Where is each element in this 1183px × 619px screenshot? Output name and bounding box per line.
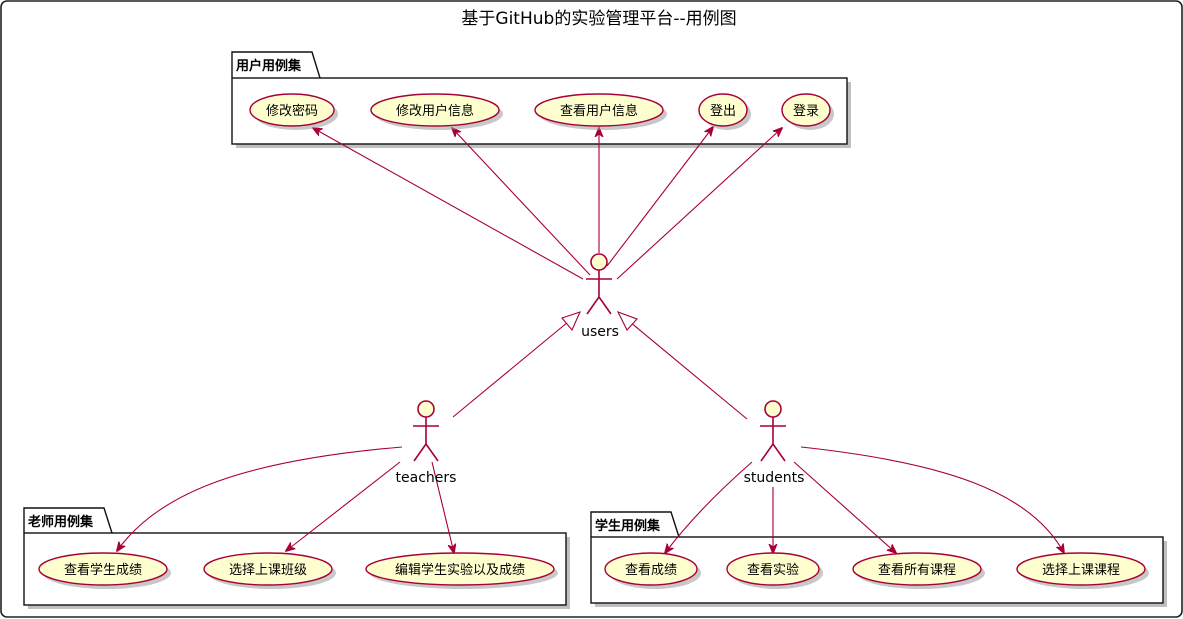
edge-teachers-generalizes-users [452,321,569,418]
use-case-view-all-courses-label: 查看所有课程 [878,562,956,578]
actor-users-figure [586,270,612,315]
actor-teachers-label: teachers [396,470,457,486]
use-case-login-label: 登录 [793,104,819,119]
actor-teachers-figure [413,417,439,462]
use-case-edit-experiments-grades-label: 编辑学生实验以及成绩 [395,562,525,578]
edge-users-edit-user-info [452,128,591,276]
edge-teachers-view-grades [117,446,403,551]
actor-users: users [581,253,619,340]
use-case-view-experiments-label: 查看实验 [747,562,799,578]
edge-students-view-grades [665,461,753,553]
edge-users-change-password [313,128,584,280]
generalization-arrow-students [616,311,638,331]
use-case-view-user-info: 查看用户信息 [534,93,667,130]
actor-students-head [764,400,782,418]
edge-students-select-courses [800,446,1064,553]
edge-users-login [616,128,782,280]
use-case-edit-experiments-grades: 编辑学生实验以及成绩 [365,552,558,589]
edge-users-logout [606,127,713,267]
actor-students: students [744,400,805,486]
actor-users-label: users [581,324,619,340]
actor-teachers: teachers [396,400,457,486]
actor-users-head [590,253,608,271]
use-case-view-all-courses: 查看所有课程 [852,552,985,589]
use-case-login: 登录 [781,93,834,130]
use-case-student-view-grades: 查看成绩 [604,552,701,589]
use-case-select-class-label: 选择上课班级 [229,563,307,578]
edge-students-view-all-courses [793,461,896,553]
package-students-label: 学生用例集 [595,518,661,534]
use-case-select-courses: 选择上课课程 [1016,552,1149,589]
use-case-change-password: 修改密码 [249,93,338,130]
package-users-label: 用户用例集 [235,58,302,74]
package-teachers-label: 老师用例集 [27,514,94,530]
generalization-arrow-teachers [561,311,582,332]
use-case-select-courses-label: 选择上课课程 [1042,563,1120,578]
actor-students-figure [760,417,786,462]
use-case-student-view-grades-label: 查看成绩 [625,562,677,578]
use-case-change-password-label: 修改密码 [266,103,318,119]
use-case-view-experiments: 查看实验 [726,552,823,589]
use-case-edit-user-info: 修改用户信息 [370,93,503,130]
use-case-teacher-view-grades-label: 查看学生成绩 [64,562,142,578]
use-case-view-user-info-label: 查看用户信息 [560,103,638,119]
diagram-title: 基于GitHub的实验管理平台--用例图 [461,9,736,29]
actor-students-label: students [744,470,805,486]
edge-teachers-edit-experiments-grades [431,461,454,553]
use-case-logout-label: 登出 [710,104,736,119]
actor-teachers-head [417,400,435,418]
edge-students-generalizes-users [629,321,748,420]
relations [117,127,1064,553]
use-case-select-class: 选择上课班级 [203,552,336,589]
use-case-edit-user-info-label: 修改用户信息 [396,103,474,119]
use-case-teacher-view-grades: 查看学生成绩 [38,552,171,589]
use-case-logout: 登出 [698,93,751,130]
edge-teachers-select-class [286,461,401,551]
